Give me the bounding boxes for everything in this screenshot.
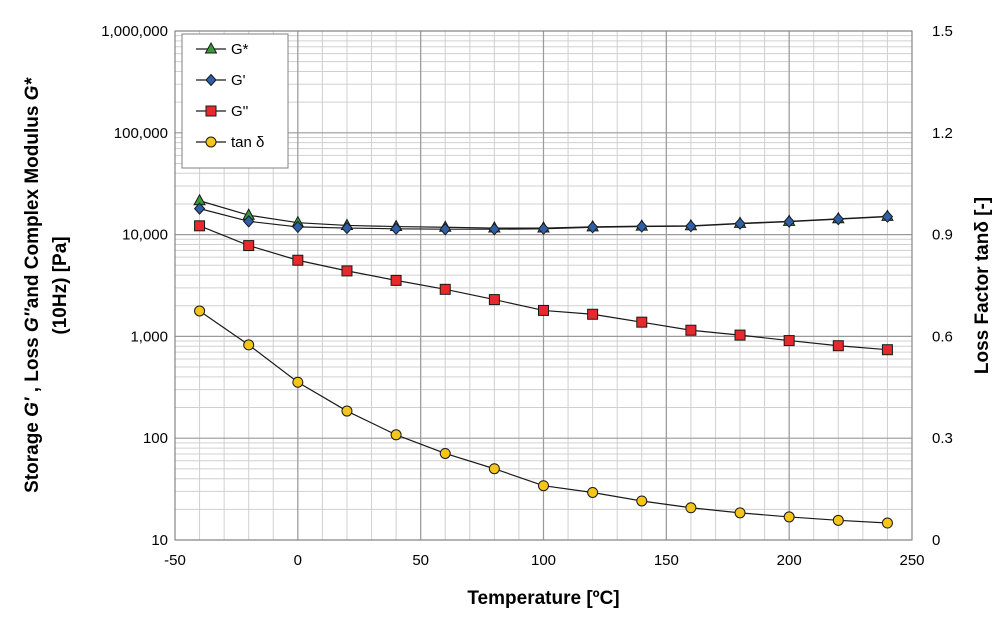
data-point xyxy=(488,463,500,475)
data-point xyxy=(636,316,648,328)
y-right-tick-label: 0.6 xyxy=(932,328,953,345)
legend-box xyxy=(181,33,289,169)
y-right-tick-label: 0 xyxy=(932,532,940,549)
data-point xyxy=(390,274,402,286)
data-point xyxy=(292,376,304,388)
legend-marker xyxy=(205,105,217,117)
data-point xyxy=(341,405,353,417)
data-point xyxy=(390,429,402,441)
legend-label: G* xyxy=(231,41,249,58)
data-point xyxy=(685,502,697,514)
y-left-tick-label: 100 xyxy=(143,430,168,447)
data-point xyxy=(586,221,599,234)
y-left-tick-label: 100,000 xyxy=(114,125,168,142)
data-point xyxy=(243,339,255,351)
data-point xyxy=(881,517,893,529)
y-left-tick-label: 1,000 xyxy=(130,328,168,345)
y-left-title-part-6: G* xyxy=(22,77,43,101)
series xyxy=(193,193,894,529)
data-point xyxy=(194,220,206,232)
data-point xyxy=(832,514,844,526)
x-tick-label: -50 xyxy=(164,552,186,569)
data-point xyxy=(193,202,206,215)
y-left-title-part-1: Storage xyxy=(22,417,43,493)
y-left-title-line-2: (10Hz) [Pa] xyxy=(50,236,71,334)
legend: G* G' G'' tan δ xyxy=(181,33,289,169)
legend-label: G'' xyxy=(231,103,249,120)
data-point xyxy=(734,217,746,230)
x-tick-label: 150 xyxy=(654,552,679,569)
data-point xyxy=(439,447,451,459)
data-point xyxy=(832,212,844,226)
tick-labels: -50 0 50 100 150 200 250 10 100 1,000 10,000 100,00… xyxy=(101,23,953,569)
y-right-axis-title: Loss Factor tanδ [-] xyxy=(972,197,993,374)
series-3 xyxy=(194,305,893,529)
data-point xyxy=(783,215,795,228)
data-point xyxy=(390,222,402,236)
data-point xyxy=(734,329,746,341)
legend-marker xyxy=(205,73,217,87)
data-point xyxy=(783,335,795,347)
y-left-title-part-4: G'' xyxy=(22,307,43,332)
x-tick-label: 250 xyxy=(899,552,924,569)
data-point xyxy=(587,486,599,498)
legend-label: G' xyxy=(231,72,246,89)
data-point xyxy=(783,511,795,523)
legend-marker xyxy=(205,136,217,148)
x-tick-label: 200 xyxy=(777,552,802,569)
data-point xyxy=(488,222,501,236)
data-point xyxy=(439,222,451,236)
data-point xyxy=(243,215,255,228)
x-axis-title: Temperature [ºC] xyxy=(467,588,619,609)
data-point xyxy=(881,344,893,356)
data-point xyxy=(537,222,550,236)
data-point xyxy=(636,495,648,507)
x-tick-label: 100 xyxy=(531,552,556,569)
y-left-tick-label: 10 xyxy=(151,532,168,549)
data-point xyxy=(685,324,697,336)
data-point xyxy=(292,254,304,266)
data-point xyxy=(685,219,697,233)
y-right-tick-label: 0.9 xyxy=(932,227,953,244)
y-right-tick-label: 1.2 xyxy=(932,125,953,142)
data-point xyxy=(341,221,353,235)
plot-frame xyxy=(174,30,913,541)
data-point xyxy=(636,220,648,233)
y-left-title-part-5: and Complex Modulus xyxy=(22,100,43,308)
data-point xyxy=(194,305,206,317)
legend-marker xyxy=(204,41,218,54)
data-point xyxy=(538,480,549,492)
data-point xyxy=(243,240,255,252)
y-right-tick-label: 1.5 xyxy=(932,23,953,40)
data-point xyxy=(292,220,304,234)
data-point xyxy=(734,507,746,519)
x-tick-label: 50 xyxy=(412,552,429,569)
y-left-tick-label: 10,000 xyxy=(122,227,168,244)
data-point xyxy=(587,308,599,320)
data-point xyxy=(488,294,500,306)
data-point xyxy=(881,210,894,223)
data-point xyxy=(538,304,549,316)
legend-label: tan δ xyxy=(231,134,264,151)
data-point xyxy=(341,265,353,277)
svg-text:Storage G' , Loss G''and Comp: Storage G' , Loss G''and Complex Modulus… xyxy=(22,77,43,493)
x-tick-label: 0 xyxy=(294,552,302,569)
series-1 xyxy=(193,202,894,236)
data-point xyxy=(439,283,451,295)
y-left-title-part-3: , Loss xyxy=(22,332,43,397)
y-left-axis-title: Storage G' , Loss G''and Complex Modulus… xyxy=(22,77,71,493)
y-left-tick-label: 1,000,000 xyxy=(101,23,168,40)
series-2 xyxy=(194,220,893,356)
y-right-tick-label: 0.3 xyxy=(932,430,953,447)
data-point xyxy=(832,340,844,352)
y-left-title-part-2: G' xyxy=(22,396,43,417)
